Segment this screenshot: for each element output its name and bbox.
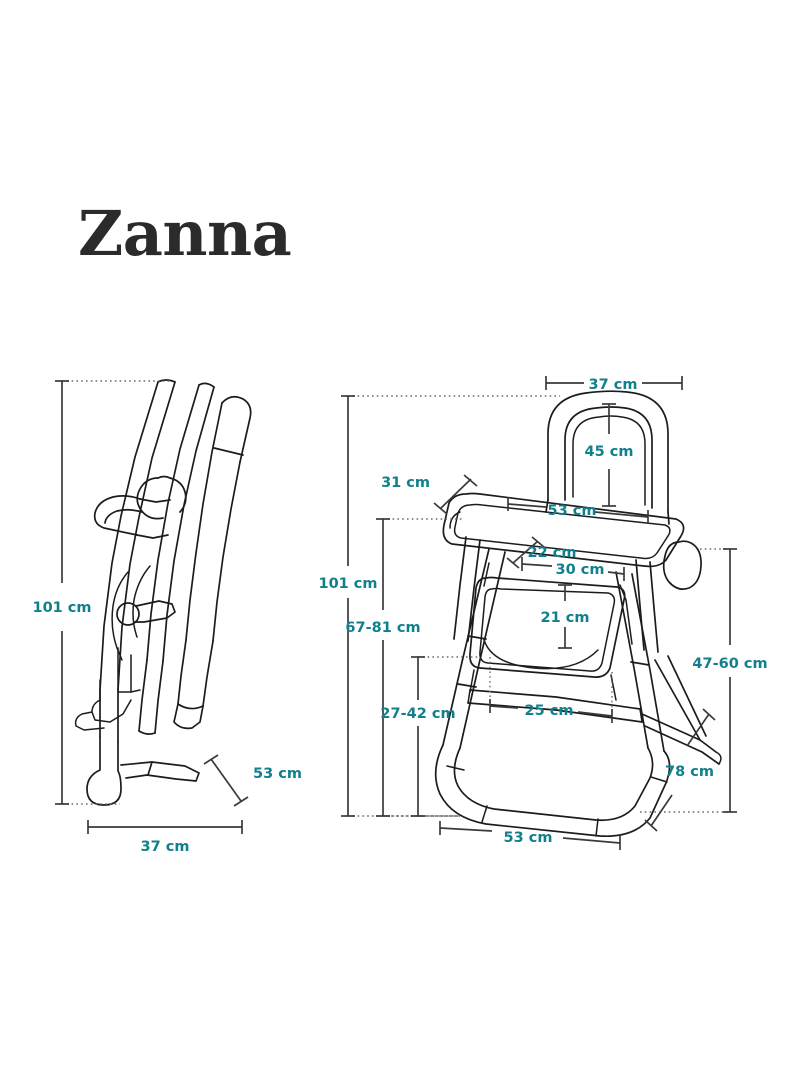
dimension-label-seat-back-height: 21 cm (541, 610, 590, 626)
page-title: Zanna (78, 197, 292, 270)
dimension-total-height: 101 cm (318, 395, 378, 817)
dimension-side-base-width: 37 cm (87, 820, 243, 855)
dimension-label-base-depth: 78 cm (665, 764, 714, 780)
dimension-tray-depth: 31 cm (381, 474, 478, 515)
dimension-label-side-base-width: 37 cm (141, 839, 190, 855)
dimension-label-seat-depth: 22 cm (528, 545, 577, 561)
dimension-seat-width: 30 cm (521, 557, 625, 581)
dimension-label-tray-depth: 31 cm (381, 475, 430, 491)
dimension-label-tray-height: 67-81 cm (345, 620, 420, 636)
dimension-side-depth: 53 cm (203, 754, 302, 807)
dimension-label-side-depth: 53 cm (253, 766, 302, 782)
dimension-label-side-height: 101 cm (32, 600, 91, 616)
dimension-label-tray-width: 53 cm (548, 503, 597, 519)
dimension-base-depth: 78 cm (644, 708, 716, 832)
dimension-base-depth-right: 47-60 cm (692, 548, 768, 813)
front-view-diagram: 37 cm 45 cm 31 cm 53 cm (318, 376, 768, 850)
dimension-tray-height: 67-81 cm (345, 518, 421, 817)
dimension-label-seat-width: 30 cm (556, 562, 605, 578)
front-view-chair-illustration (434, 390, 722, 838)
dimension-backrest-width: 37 cm (545, 376, 683, 393)
dimension-backrest-height: 45 cm (585, 403, 634, 507)
dimension-label-total-height: 101 cm (318, 576, 377, 592)
dimension-base-width: 53 cm (439, 821, 621, 850)
dimension-label-backrest-width: 37 cm (589, 377, 638, 393)
dimension-footrest-width: 25 cm (489, 699, 613, 723)
dimension-label-footrest-width: 25 cm (525, 703, 574, 719)
dimension-label-base-width: 53 cm (504, 830, 553, 846)
dimension-tray-width: 53 cm (507, 497, 649, 524)
dimension-label-base-depth-right: 47-60 cm (692, 656, 767, 672)
dimension-label-seat-height: 27-42 cm (380, 706, 455, 722)
dimension-seat-depth: 22 cm (506, 536, 577, 569)
side-view-diagram: 101 cm 53 cm 37 cm (32, 379, 302, 855)
dimension-seat-height: 27-42 cm (380, 656, 456, 817)
dimension-label-backrest-height: 45 cm (585, 444, 634, 460)
dimension-seat-back-height: 21 cm (541, 584, 590, 649)
side-view-chair-illustration (74, 379, 252, 806)
dimension-side-height: 101 cm (32, 380, 92, 805)
